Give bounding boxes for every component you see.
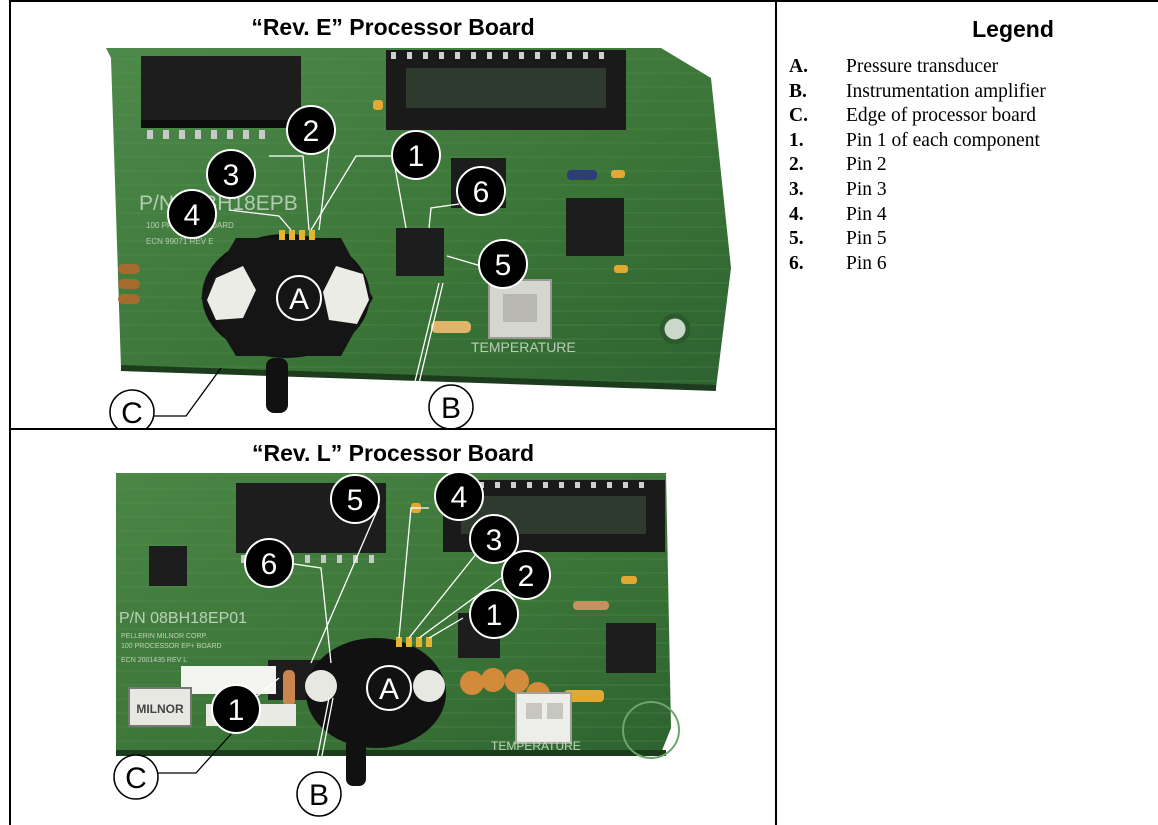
svg-text:4: 4 bbox=[184, 199, 201, 232]
table-middle-divider bbox=[775, 0, 777, 825]
callout-5: 5 bbox=[479, 240, 527, 288]
milnor-logo: MILNOR bbox=[129, 688, 191, 726]
callout-4: 4 bbox=[435, 472, 483, 520]
svg-text:B: B bbox=[309, 779, 329, 812]
callout-1: 1 bbox=[392, 131, 440, 179]
svg-text:B: B bbox=[441, 392, 461, 425]
temperature-connector bbox=[489, 280, 551, 338]
callout-b: B bbox=[429, 385, 473, 428]
callout-5: 5 bbox=[331, 475, 379, 523]
svg-text:C: C bbox=[121, 397, 143, 428]
rev-l-board-photo: MILNOR P/N 08BH18EP01 PELLERIN MILNOR CO… bbox=[11, 468, 775, 823]
board-small-print: 100 PROCESSOR EP+ BOARD bbox=[121, 643, 222, 650]
svg-text:2: 2 bbox=[518, 560, 535, 593]
ic-nec-chip bbox=[141, 56, 301, 139]
callout-2: 2 bbox=[502, 551, 550, 599]
legend-item: 5.Pin 5 bbox=[789, 227, 1046, 252]
svg-text:3: 3 bbox=[486, 524, 503, 557]
legend-item: 6.Pin 6 bbox=[789, 252, 1046, 277]
board-part-number: P/N 08BH18EP01 bbox=[119, 610, 247, 627]
svg-text:A: A bbox=[289, 283, 309, 316]
legend-item: 3.Pin 3 bbox=[789, 178, 1046, 203]
board-small-print: PELLERIN MILNOR CORP. bbox=[121, 633, 207, 640]
callout-6: 6 bbox=[457, 167, 505, 215]
legend-title: Legend bbox=[943, 16, 1083, 43]
ic-socket bbox=[386, 50, 626, 130]
legend-item: A.Pressure transducer bbox=[789, 55, 1046, 80]
legend-item: B.Instrumentation amplifier bbox=[789, 80, 1046, 105]
callout-6: 6 bbox=[245, 539, 293, 587]
legend-item: 2.Pin 2 bbox=[789, 153, 1046, 178]
svg-text:6: 6 bbox=[261, 548, 278, 581]
svg-text:1: 1 bbox=[228, 694, 245, 727]
mounting-hole bbox=[662, 316, 688, 342]
row-divider bbox=[9, 428, 776, 430]
board-ecn: ECN 2001435 REV L bbox=[121, 657, 187, 664]
temperature-connector bbox=[516, 693, 571, 743]
pressure-transducer bbox=[201, 230, 373, 413]
svg-text:MILNOR: MILNOR bbox=[136, 702, 184, 716]
ic-amplifier bbox=[396, 228, 444, 276]
svg-text:5: 5 bbox=[347, 484, 364, 517]
svg-text:4: 4 bbox=[451, 481, 468, 514]
board-temperature-label: TEMPERATURE bbox=[471, 339, 576, 355]
board-ecn: ECN 99071 REV E bbox=[146, 237, 214, 246]
legend-list: A.Pressure transducer B.Instrumentation … bbox=[789, 55, 1046, 276]
legend-item: C.Edge of processor board bbox=[789, 104, 1046, 129]
callout-2: 2 bbox=[287, 106, 335, 154]
callout-3: 3 bbox=[207, 150, 255, 198]
rev-e-board-photo: P/N 08BH18EPB 100 PRO... EP+ BOARD ECN 9… bbox=[11, 38, 775, 428]
svg-text:2: 2 bbox=[303, 115, 320, 148]
svg-text:A: A bbox=[379, 673, 399, 706]
svg-text:1: 1 bbox=[408, 140, 425, 173]
board-temperature-label: TEMPERATURE bbox=[491, 739, 581, 753]
svg-text:C: C bbox=[125, 762, 147, 795]
table-top-border bbox=[9, 0, 1158, 2]
svg-text:5: 5 bbox=[495, 249, 512, 282]
rev-e-title: “Rev. E” Processor Board bbox=[11, 14, 775, 41]
svg-text:3: 3 bbox=[223, 159, 240, 192]
callout-c: C bbox=[110, 390, 154, 428]
rev-l-title: “Rev. L” Processor Board bbox=[11, 440, 775, 467]
callout-1-amplifier: 1 bbox=[212, 685, 260, 733]
svg-text:1: 1 bbox=[486, 599, 503, 632]
legend-item: 4.Pin 4 bbox=[789, 203, 1046, 228]
callout-c: C bbox=[114, 755, 158, 799]
callout-4: 4 bbox=[168, 190, 216, 238]
callout-b: B bbox=[297, 772, 341, 816]
legend-item: 1.Pin 1 of each component bbox=[789, 129, 1046, 154]
ic-small-2 bbox=[566, 198, 624, 256]
svg-text:6: 6 bbox=[473, 176, 490, 209]
callout-1: 1 bbox=[470, 590, 518, 638]
